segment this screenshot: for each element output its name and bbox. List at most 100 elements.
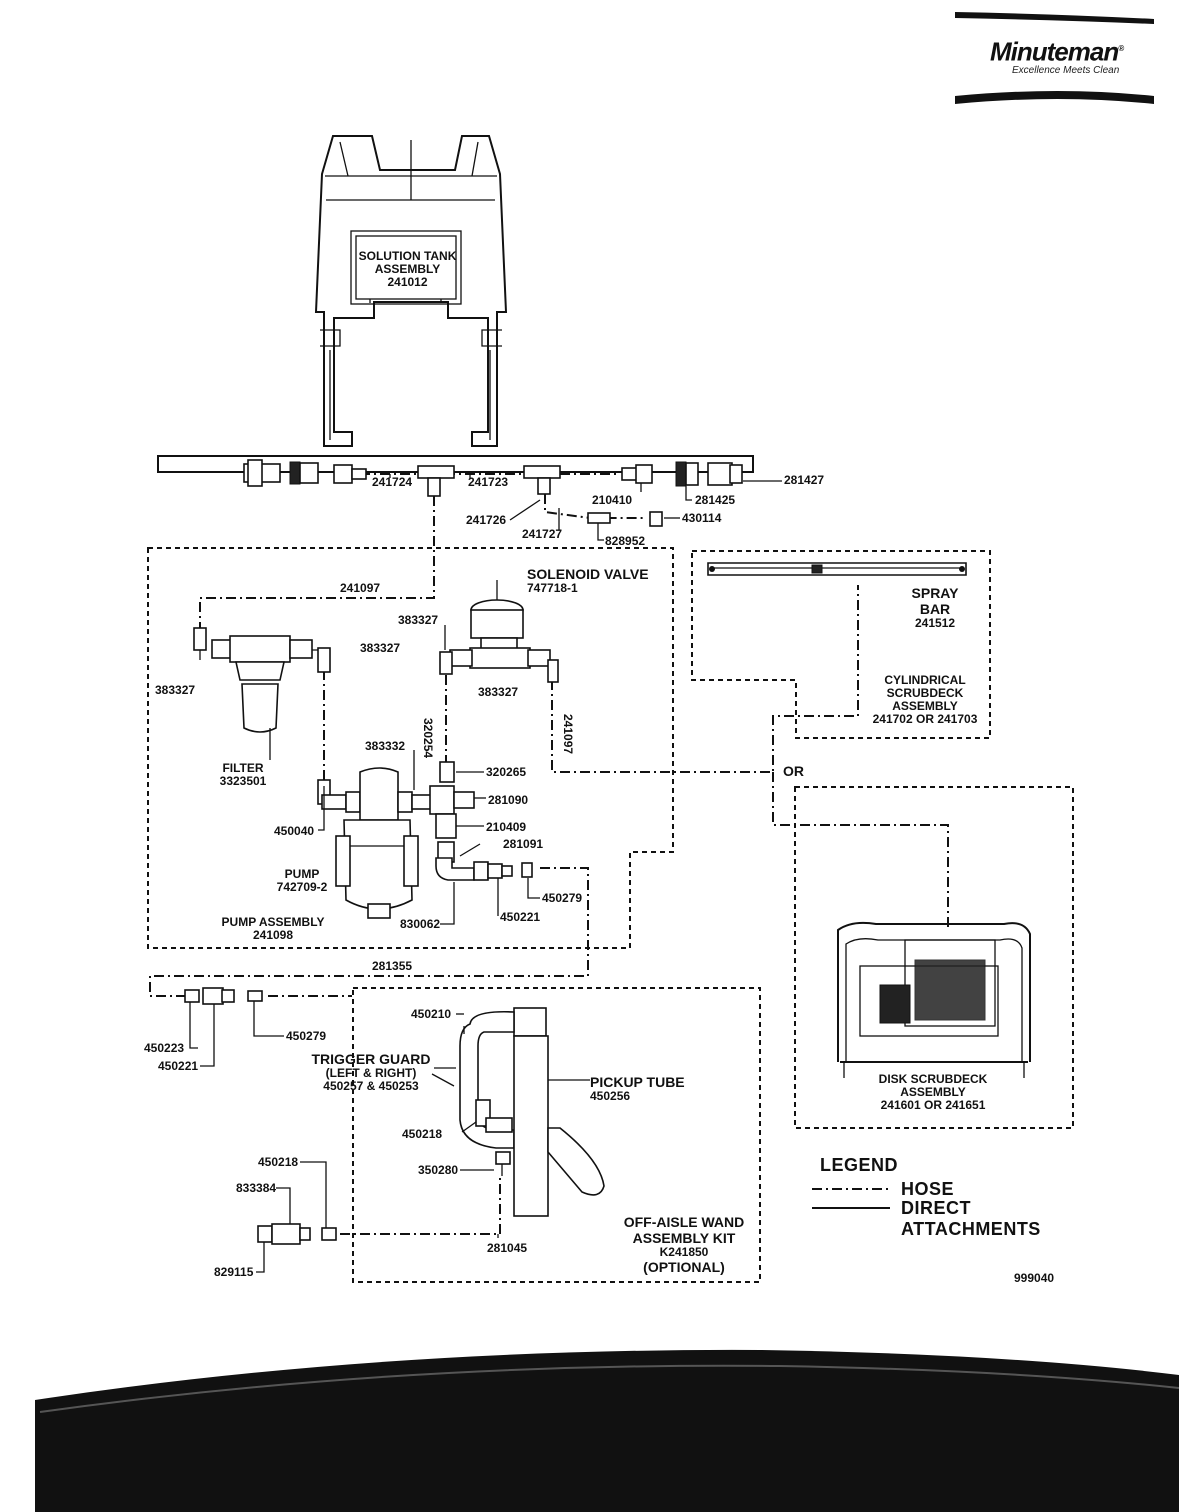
part-828952: 828952 <box>605 534 646 548</box>
part-450040: 450040 <box>274 824 315 838</box>
label-line: SOLUTION TANK <box>358 249 457 263</box>
label-line: 450256 <box>590 1089 631 1103</box>
wand-kit-box <box>352 987 761 1283</box>
part-241723: 241723 <box>468 475 509 489</box>
label-line: 742709-2 <box>276 880 328 894</box>
pump-assembly-label: PUMP ASSEMBLY 241098 <box>205 916 341 942</box>
part-833384: 833384 <box>236 1181 277 1195</box>
brand-name: Minuteman <box>990 36 1119 67</box>
label-line: 241012 <box>387 275 428 289</box>
part-430114: 430114 <box>682 511 722 525</box>
label-line: 450257 & 450253 <box>323 1079 419 1093</box>
pickup-tube-drawing <box>459 1007 605 1217</box>
part-450223: 450223 <box>144 1041 185 1055</box>
part-383327-a: 383327 <box>398 613 439 627</box>
registered-mark: ® <box>1118 44 1124 53</box>
part-241097-top: 241097 <box>340 581 381 595</box>
pump-outlet-fittings <box>318 625 540 925</box>
part-281427: 281427 <box>784 473 825 487</box>
label-line: OFF-AISLE WAND <box>623 1214 745 1230</box>
part-241724: 241724 <box>372 475 413 489</box>
solenoid-valve-drawing <box>439 580 559 683</box>
part-241097-side: 241097 <box>561 714 575 755</box>
legend-direct-label: DIRECT ATTACHMENTS <box>901 1198 1041 1240</box>
legend-title: LEGEND <box>820 1155 899 1175</box>
part-210410: 210410 <box>592 493 633 507</box>
pump-drawing <box>317 767 433 919</box>
label-line: PICKUP TUBE <box>590 1074 685 1090</box>
label-line: CYLINDRICAL <box>884 673 966 687</box>
part-450279-a: 450279 <box>542 891 583 905</box>
label-line: SCRUBDECK <box>886 686 964 700</box>
part-450218-a: 450218 <box>402 1127 443 1141</box>
part-450210: 450210 <box>411 1007 452 1021</box>
part-350280: 350280 <box>418 1163 459 1177</box>
header-swoosh <box>955 12 1154 104</box>
label-line: DISK SCRUBDECK <box>878 1072 988 1086</box>
part-281091: 281091 <box>503 837 544 851</box>
part-829115: 829115 <box>214 1265 254 1279</box>
cylindrical-scrubdeck-box <box>691 550 991 739</box>
drawing-number: 999040 <box>1014 1271 1055 1285</box>
label-line: BAR <box>919 601 951 617</box>
label-line: ASSEMBLY <box>374 262 441 276</box>
minuteman-logo: Minuteman® Excellence Meets Clean <box>990 36 1124 76</box>
filter-label: FILTER 3323501 <box>212 762 274 788</box>
footer-swoosh <box>35 1342 1179 1512</box>
label-line: DIRECT <box>901 1198 971 1218</box>
disk-scrubdeck-drawing <box>837 921 1031 1078</box>
legend-hose-label: HOSE <box>901 1179 955 1199</box>
pump-assembly-box <box>147 547 674 949</box>
part-281090: 281090 <box>488 793 529 807</box>
part-450221-b: 450221 <box>158 1059 199 1073</box>
spray-bar-label: SPRAY BAR 241512 <box>908 585 962 630</box>
part-450218-b: 450218 <box>258 1155 299 1169</box>
part-383327-d: 383327 <box>478 685 519 699</box>
or-label: OR <box>783 763 804 779</box>
label-line: SOLENOID VALVE <box>527 566 649 582</box>
top-manifold-drawing <box>157 455 782 541</box>
part-450221-a: 450221 <box>500 910 541 924</box>
label-line: 241098 <box>252 928 294 942</box>
part-281425: 281425 <box>695 493 736 507</box>
pickup-tube-label: PICKUP TUBE 450256 <box>590 1074 685 1103</box>
disk-scrubdeck-box <box>794 786 1074 1129</box>
label-line: ATTACHMENTS <box>901 1219 1041 1239</box>
label-line: (LEFT & RIGHT) <box>325 1066 417 1080</box>
part-320265: 320265 <box>486 765 527 779</box>
spray-bar-drawing <box>707 562 967 576</box>
label-line: 241601 OR 241651 <box>880 1098 986 1112</box>
label-line: ASSEMBLY <box>892 699 958 713</box>
solution-tank-drawing <box>314 135 508 447</box>
wand-hoses <box>184 987 501 1273</box>
trigger-guard-label: TRIGGER GUARD (LEFT & RIGHT) 450257 & 45… <box>306 1051 436 1093</box>
pump-label: PUMP 742709-2 <box>268 868 336 894</box>
solenoid-valve-label: SOLENOID VALVE 747718-1 <box>527 566 649 595</box>
part-830062: 830062 <box>400 917 441 931</box>
label-line: ASSEMBLY KIT <box>632 1230 736 1246</box>
part-241726: 241726 <box>466 513 507 527</box>
label-line: 747718-1 <box>527 581 578 595</box>
label-line: 241512 <box>914 616 956 630</box>
part-450279-b: 450279 <box>286 1029 327 1043</box>
label-line: PUMP ASSEMBLY <box>221 915 325 929</box>
label-line: 3323501 <box>219 774 267 788</box>
brand-tagline: Excellence Meets Clean <box>1012 64 1120 76</box>
label-line: TRIGGER GUARD <box>311 1051 431 1067</box>
label-line: FILTER <box>222 761 264 775</box>
wand-kit-label: OFF-AISLE WAND ASSEMBLY KIT K241850 (OPT… <box>614 1214 754 1275</box>
label-line: ASSEMBLY <box>900 1085 966 1099</box>
label-line: SPRAY <box>911 585 959 601</box>
part-383327-b: 383327 <box>360 641 401 655</box>
part-281355: 281355 <box>372 959 413 973</box>
label-line: (OPTIONAL) <box>643 1259 725 1275</box>
legend-lines <box>812 1188 890 1209</box>
part-241727: 241727 <box>522 527 563 541</box>
solution-tank-label: SOLUTION TANK ASSEMBLY 241012 <box>355 250 460 289</box>
part-281045: 281045 <box>487 1241 528 1255</box>
label-line: 241702 OR 241703 <box>872 712 978 726</box>
part-383332: 383332 <box>365 739 406 753</box>
part-210409: 210409 <box>486 820 527 834</box>
